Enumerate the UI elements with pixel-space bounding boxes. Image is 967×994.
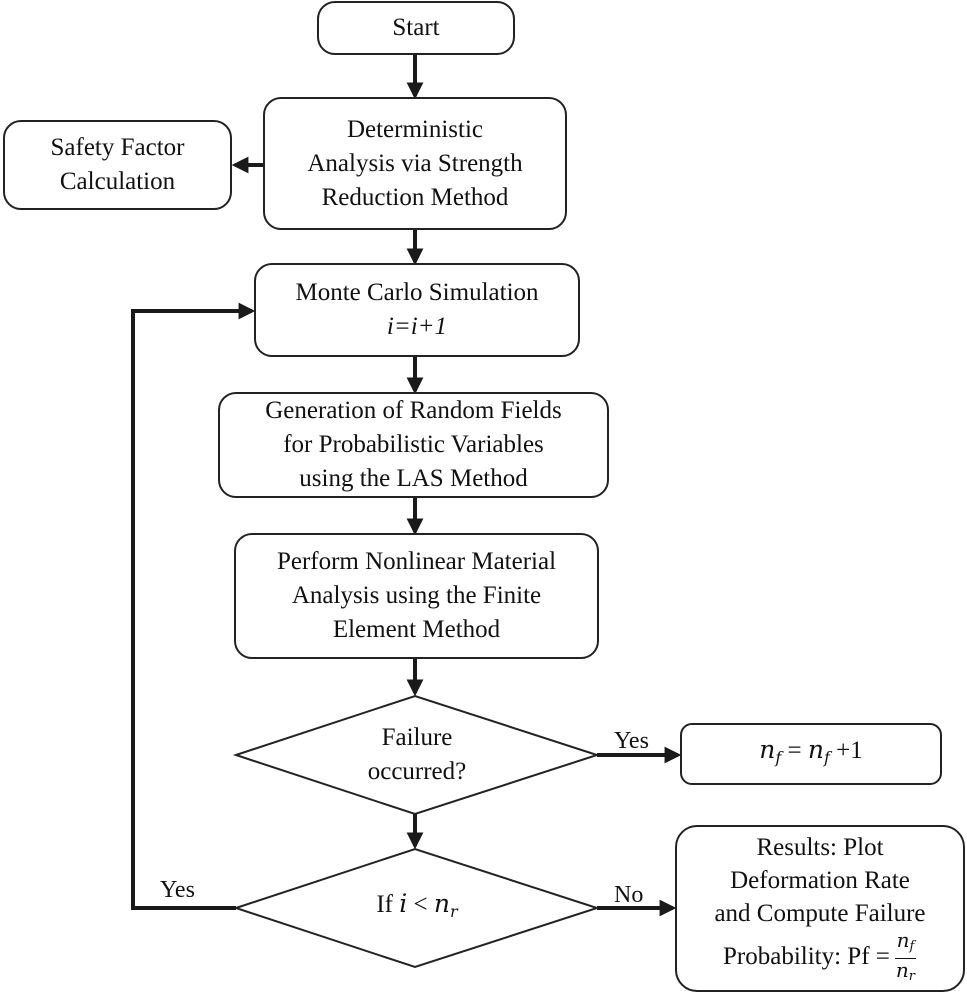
- loop-op: <: [407, 891, 434, 918]
- loop-yes-label: Yes: [160, 877, 195, 903]
- safety-line-2: Calculation: [59, 168, 176, 195]
- random-fields-line-1: Generation of Random Fields: [265, 397, 562, 424]
- pf-num-sub: f: [909, 938, 915, 954]
- results-probability-prefix: Probability: Pf =: [723, 942, 890, 970]
- counter-var: n: [759, 735, 776, 764]
- failure-line-2: occurred?: [367, 758, 467, 785]
- loop-var: i: [399, 889, 408, 918]
- nonlinear-analysis-node: Perform Nonlinear Material Analysis usin…: [234, 533, 599, 659]
- counter-sub-2: f: [823, 748, 830, 767]
- random-fields-line-3: using the LAS Method: [299, 465, 528, 492]
- monte-carlo-node: Monte Carlo Simulation i=i+1: [254, 263, 580, 357]
- failure-counter-node: nf = nf +1: [680, 723, 942, 785]
- pf-den-sub: r: [908, 968, 915, 984]
- arrow-loop-yes-to-montecarlo: [131, 302, 256, 910]
- counter-sub: f: [775, 748, 782, 767]
- loop-no-label: No: [614, 882, 644, 908]
- loop-condition: If i < nr: [376, 887, 457, 929]
- safety-factor-node: Safety Factor Calculation: [3, 120, 232, 210]
- start-node: Start: [317, 1, 515, 55]
- start-label: Start: [392, 14, 440, 41]
- deterministic-line-1: Deterministic: [346, 115, 484, 143]
- monte-carlo-line-1: Monte Carlo Simulation: [295, 279, 539, 306]
- random-fields-node: Generation of Random Fields for Probabil…: [218, 392, 609, 498]
- results-line-2: Deformation Rate: [730, 866, 910, 894]
- safety-line-1: Safety Factor: [50, 134, 185, 161]
- results-node: Results: Plot Deformation Rate and Compu…: [675, 825, 965, 992]
- deterministic-line-2: Analysis via Strength: [307, 149, 523, 177]
- nonlinear-line-3: Element Method: [332, 616, 501, 643]
- nonlinear-line-2: Analysis using the Finite: [291, 582, 542, 609]
- pf-denominator: nr: [894, 959, 917, 987]
- counter-tail: +1: [829, 737, 863, 764]
- loop-prefix: If: [376, 891, 400, 918]
- deterministic-line-3: Reduction Method: [321, 183, 509, 211]
- counter-eq: =: [781, 737, 808, 764]
- results-line-3: and Compute Failure: [714, 899, 926, 927]
- failure-line-1: Failure: [381, 724, 453, 751]
- failure-decision-text: Failure occurred?: [300, 718, 534, 792]
- counter-var-2: n: [807, 735, 824, 764]
- monte-carlo-line-2: i=i+1: [386, 313, 448, 340]
- loop-decision-text: If i < nr: [300, 888, 534, 928]
- pf-den-var: n: [895, 957, 909, 982]
- pf-numerator: nf: [894, 927, 917, 959]
- results-line-1: Results: Plot: [756, 833, 884, 861]
- random-fields-line-2: for Probabilistic Variables: [283, 431, 544, 458]
- pf-num-var: n: [896, 927, 910, 952]
- counter-expression: nf = nf +1: [759, 733, 863, 775]
- failure-yes-label: Yes: [614, 728, 649, 754]
- deterministic-analysis-node: Deterministic Analysis via Strength Redu…: [263, 97, 567, 230]
- loop-var-2: n: [433, 889, 450, 918]
- loop-sub-2: r: [449, 902, 458, 921]
- nonlinear-line-1: Perform Nonlinear Material: [276, 548, 557, 575]
